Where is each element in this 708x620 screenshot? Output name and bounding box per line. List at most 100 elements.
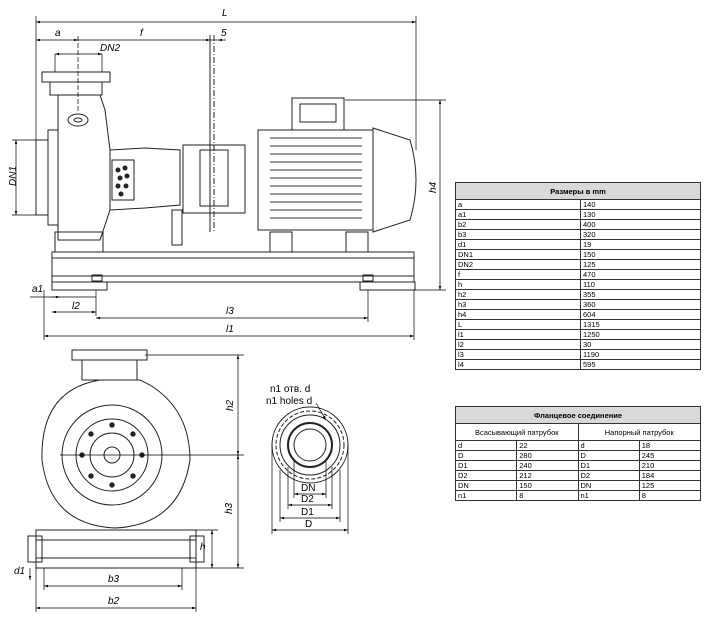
dimension-value: 150 xyxy=(580,249,701,260)
side-dim-labels: L a f 5 DN2 DN1 h4 a1 l2 l3 l1 xyxy=(8,8,439,335)
flange-table: Фланцевое соединение Всасывающий патрубо… xyxy=(454,406,702,501)
label-l3: l3 xyxy=(226,306,234,317)
flange-value: 18 xyxy=(638,440,702,451)
discharge-header: Напорный патрубок xyxy=(577,423,701,441)
flange-bore xyxy=(293,428,327,462)
dimensions-table-title: Размеры в mm xyxy=(455,182,701,200)
dimension-name: DN1 xyxy=(455,249,581,260)
flange-outer xyxy=(271,406,349,484)
label-DN: DN xyxy=(301,483,315,494)
flange-param: D2 xyxy=(454,470,518,481)
label-D: D xyxy=(305,519,312,530)
dimension-value: 1190 xyxy=(580,349,701,360)
dimension-value: 604 xyxy=(580,309,701,320)
flange-value: 212 xyxy=(516,470,579,481)
side-view xyxy=(35,35,417,291)
dimension-value: 30 xyxy=(580,339,701,350)
label-DN2: DN2 xyxy=(100,43,120,54)
flange-param: D2 xyxy=(577,470,640,481)
dimension-name: DN2 xyxy=(455,259,581,270)
dimension-value: 400 xyxy=(580,219,701,230)
pump-volute xyxy=(57,94,111,241)
dimension-name: d1 xyxy=(455,239,581,250)
flange-value: 125 xyxy=(638,480,702,491)
dimension-name: b3 xyxy=(455,229,581,240)
base-frame xyxy=(51,251,415,283)
flange-value: 8 xyxy=(638,490,702,501)
label-b3: b3 xyxy=(108,574,120,585)
suction-header: Всасывающий патрубок xyxy=(455,423,579,441)
dimension-name: h4 xyxy=(455,309,581,320)
dimension-name: h xyxy=(455,279,581,290)
flange-value: 245 xyxy=(638,450,702,461)
label-h3: h3 xyxy=(224,502,235,514)
suction-flange xyxy=(35,139,49,216)
dimension-value: 110 xyxy=(580,279,701,290)
flange-param: n1 xyxy=(454,490,518,501)
flange-value: 22 xyxy=(516,440,579,451)
flange-table-title: Фланцевое соединение xyxy=(455,406,701,424)
label-b2: b2 xyxy=(108,596,120,607)
dimension-name: f xyxy=(455,269,581,280)
label-l2: l2 xyxy=(72,301,80,312)
dimension-value: 125 xyxy=(580,259,701,270)
dimension-value: 470 xyxy=(580,269,701,280)
flange-param: n1 xyxy=(577,490,640,501)
front-view xyxy=(27,349,205,569)
dimension-value: 320 xyxy=(580,229,701,240)
dimension-name: l2 xyxy=(455,339,581,350)
label-D2: D2 xyxy=(301,494,314,505)
flange-param: DN xyxy=(577,480,640,491)
dimension-value: 595 xyxy=(580,359,701,370)
front-base xyxy=(35,529,197,569)
flange-param: d xyxy=(454,440,518,451)
front-dimensions xyxy=(28,354,244,612)
flange-value: 240 xyxy=(516,460,579,471)
dimension-name: b2 xyxy=(455,219,581,230)
dimension-name: L xyxy=(455,319,581,330)
label-h4: h4 xyxy=(428,181,439,193)
flange-param: D1 xyxy=(454,460,518,471)
front-volute xyxy=(41,379,191,529)
terminal-box xyxy=(291,97,345,131)
flange-param: D1 xyxy=(577,460,640,471)
flange-param: D xyxy=(454,450,518,461)
motor-body xyxy=(257,129,374,231)
flange-value: 184 xyxy=(638,470,702,481)
flange-value: 8 xyxy=(516,490,579,501)
label-h2: h2 xyxy=(225,399,236,411)
dimension-name: h2 xyxy=(455,289,581,300)
label-l1: l1 xyxy=(226,324,234,335)
flange-view xyxy=(271,406,349,484)
flange-value: 280 xyxy=(516,450,579,461)
discharge-flange xyxy=(41,71,111,83)
dimension-value: 1315 xyxy=(580,319,701,330)
label-a: a xyxy=(55,28,61,39)
dimension-name: l3 xyxy=(455,349,581,360)
label-holes-ru: n1 отв. d xyxy=(270,384,310,395)
flange-value: 150 xyxy=(516,480,579,491)
dimension-value: 355 xyxy=(580,289,701,300)
flange-labels: n1 отв. d n1 holes d DN D2 D1 D xyxy=(266,384,315,530)
dimension-name: a1 xyxy=(455,209,581,220)
flange-param: DN xyxy=(454,480,518,491)
label-DN1: DN1 xyxy=(8,166,19,186)
label-D1: D1 xyxy=(301,507,314,518)
